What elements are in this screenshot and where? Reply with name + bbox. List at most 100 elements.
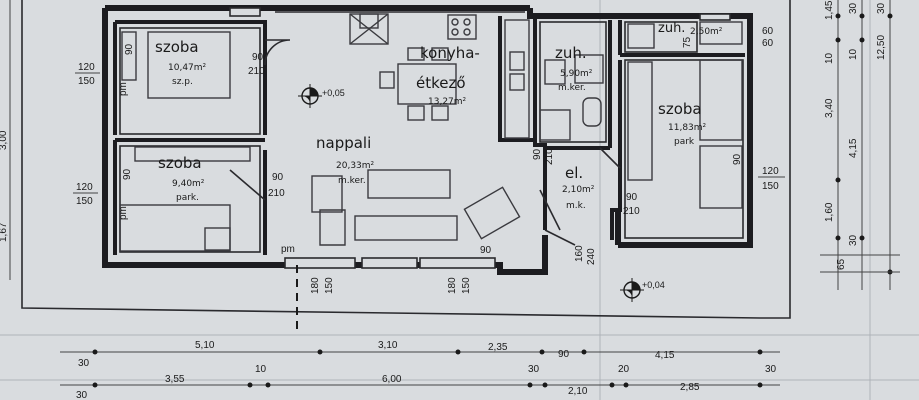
site-outline [21, 0, 791, 319]
dimension-label: 30 [765, 364, 777, 375]
dimension-label: 30 [848, 2, 859, 14]
opening-label: 60 [762, 26, 774, 37]
room-floor-szoba2: park. [176, 193, 199, 203]
room-floor-nappali: m.ker. [338, 176, 366, 186]
dimension-label: 2,35 [488, 342, 508, 353]
door-label: 90 [532, 148, 543, 160]
bed-szoba1 [147, 31, 231, 99]
furniture [119, 13, 743, 252]
parapet-label: pm [118, 206, 129, 220]
opening-label: 75 [682, 36, 693, 48]
room-area-zuh1: 5,90m² [560, 69, 593, 79]
room-area-konyha: 13,27m² [428, 97, 467, 107]
room-area-eloter: 2,10m² [562, 185, 595, 195]
window-width-label: 90 [122, 168, 133, 180]
dimension-label: 30 [848, 234, 859, 246]
window-label: 150 [78, 76, 95, 87]
interior-walls [113, 11, 745, 255]
room-name-eloter: el. [565, 164, 583, 182]
dimension-label: 10 [848, 48, 859, 60]
level-marker-inner [298, 84, 322, 108]
room-name-szoba1: szoba [155, 38, 199, 56]
door-label: 90 [252, 52, 264, 63]
door-label: 90 [626, 192, 638, 203]
room-name-etkezo: étkező [416, 74, 466, 92]
toilet-zuh2 [699, 21, 743, 45]
dimension-label: 10 [824, 52, 835, 64]
bed-szoba3 [699, 59, 743, 141]
shower-zuh1 [574, 54, 604, 84]
dimension-label: 1,60 [824, 202, 835, 222]
window-height-label: 150 [461, 277, 472, 294]
window-width-label: 90 [124, 43, 135, 55]
room-area-nappali: 20,33m² [336, 161, 375, 171]
window-height-label: 150 [324, 277, 335, 294]
parapet-label: pm [281, 244, 295, 255]
dimension-label: 3,00 [0, 130, 9, 150]
door-label: 210 [268, 188, 285, 199]
dimension-label: 3,40 [824, 98, 835, 118]
dimension-label: 2,10 [568, 386, 588, 397]
room-floor-eloter: m.k. [566, 201, 586, 211]
dimension-label: 20 [618, 364, 630, 375]
right-dimension-lines [820, 0, 900, 290]
level-inner-label: +0,05 [322, 88, 345, 98]
room-area-zuh2: 2,50m² [690, 27, 723, 37]
armchair [463, 186, 521, 240]
door-label: 160 [574, 245, 585, 262]
room-area-szoba1: 10,47m² [168, 63, 207, 73]
dimension-label: 6,00 [382, 374, 402, 385]
dimension-label: 12,50 [876, 35, 887, 60]
window-label: 150 [76, 196, 93, 207]
wardrobe-szoba2 [134, 146, 251, 162]
south-windows [229, 7, 731, 269]
dimension-row-2 [60, 382, 780, 388]
window-height-label: 180 [310, 277, 321, 294]
room-floor-szoba3: park [674, 137, 695, 147]
dimension-label: 4,15 [655, 350, 675, 361]
dimension-label: 65 [836, 258, 847, 270]
room-name-zuh1: zuh. [555, 44, 587, 62]
door-label: 210 [248, 66, 265, 77]
dimension-label: 30 [76, 390, 88, 400]
opening-label: 60 [762, 38, 774, 49]
window-label: 120 [76, 182, 93, 193]
dimension-label: 1,67 [0, 222, 9, 242]
door-label: 240 [586, 248, 597, 265]
room-name-szoba3: szoba [658, 100, 702, 118]
level-marker-outer [620, 278, 644, 302]
dimension-label: 10 [255, 364, 267, 375]
room-name-zuh2: zuh. [658, 21, 685, 36]
kitchen-counter [504, 19, 530, 139]
parapet-label: pm [118, 82, 129, 96]
door-label: 210 [544, 148, 555, 165]
dimension-label: 3,10 [378, 340, 398, 351]
room-name-szoba2: szoba [158, 154, 202, 172]
dimension-label: 1,45 [824, 0, 835, 20]
level-outer-label: +0,04 [642, 280, 665, 290]
room-area-szoba3: 11,83m² [668, 123, 707, 133]
dimension-label: 4,15 [848, 138, 859, 158]
window-label: 150 [762, 181, 779, 192]
dining-table [397, 63, 457, 105]
tv-unit [367, 169, 451, 199]
dimension-row-1 [60, 349, 780, 355]
window-height-label: 180 [447, 277, 458, 294]
door-label: 210 [623, 206, 640, 217]
room-name-konyha: konyha- [420, 44, 480, 62]
dimension-label: 2,85 [680, 382, 700, 393]
dimension-label: 30 [528, 364, 540, 375]
dimension-label: 30 [78, 358, 90, 369]
room-floor-zuh1: m.ker. [558, 83, 586, 93]
doors [229, 39, 621, 246]
door-label: 90 [480, 245, 492, 256]
dimension-label: 3,55 [165, 374, 185, 385]
room-area-szoba2: 9,40m² [172, 179, 205, 189]
room-floor-szoba1: sz.p. [172, 77, 193, 87]
dimension-label: 5,10 [195, 340, 215, 351]
window-width-label: 90 [732, 153, 743, 165]
door-label: 90 [272, 172, 284, 183]
sofa [354, 215, 458, 241]
